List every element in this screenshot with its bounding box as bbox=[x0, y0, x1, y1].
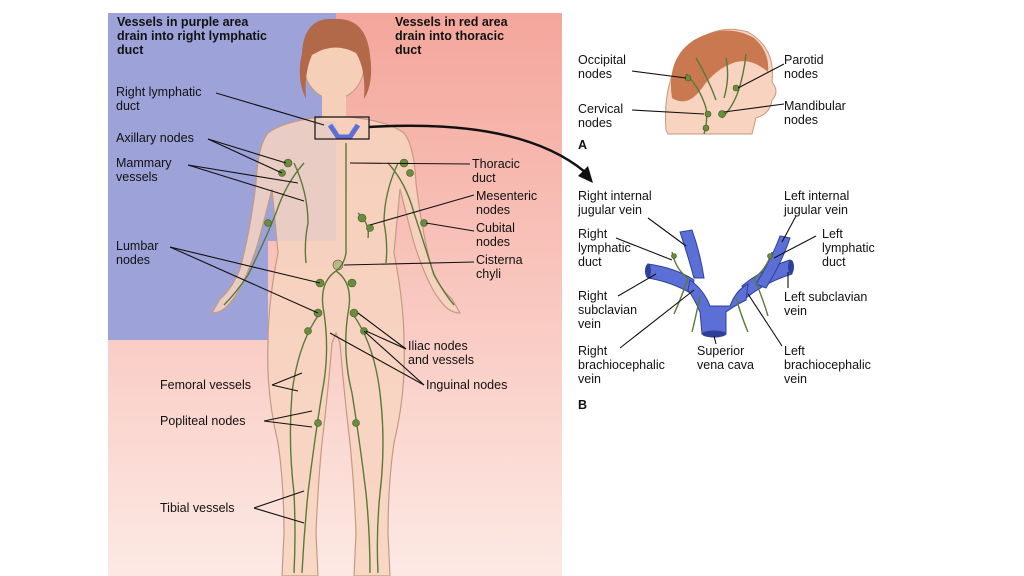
inset-b-veins: Right internal jugular vein Right lympha… bbox=[576, 186, 906, 396]
label-axillary-nodes: Axillary nodes bbox=[116, 131, 194, 145]
label-left-brachiocephalic: Left brachiocephalic vein bbox=[784, 344, 871, 386]
label-mandibular-nodes: Mandibular nodes bbox=[784, 99, 846, 127]
lymph-node bbox=[347, 278, 357, 288]
inset-b-letter: B bbox=[578, 398, 588, 412]
label-cervical-nodes: Cervical nodes bbox=[578, 102, 624, 130]
label-tibial-vessels: Tibial vessels bbox=[160, 501, 235, 515]
neck-detail-box bbox=[314, 116, 370, 140]
inset-a-head-neck: Occipital nodes Cervical nodes Parotid n… bbox=[576, 18, 876, 158]
label-left-lymphatic-duct: Left lymphatic duct bbox=[822, 227, 875, 269]
label-right-brachiocephalic: Right brachiocephalic vein bbox=[578, 344, 665, 386]
vein-structure bbox=[645, 229, 794, 338]
lymph-node bbox=[314, 419, 322, 427]
label-parotid-nodes: Parotid nodes bbox=[784, 53, 824, 81]
neck-veins bbox=[327, 123, 361, 140]
vein-leader-lines bbox=[615, 215, 817, 349]
lymph-node bbox=[304, 327, 312, 335]
label-mammary-vessels: Mammary vessels bbox=[116, 156, 172, 184]
lymph-node bbox=[352, 419, 360, 427]
head-illustration bbox=[631, 28, 785, 135]
body-illustration bbox=[108, 13, 562, 576]
body-lymphatic-diagram: Vessels in purple area drain into right … bbox=[108, 13, 562, 576]
veins-illustration bbox=[615, 215, 817, 349]
label-left-subclavian: Left subclavian vein bbox=[784, 290, 868, 318]
label-lumbar-nodes: Lumbar nodes bbox=[116, 239, 159, 267]
label-inguinal-nodes: Inguinal nodes bbox=[426, 378, 508, 392]
label-iliac-nodes: Iliac nodes and vessels bbox=[408, 339, 475, 367]
vein-lymph-vessels bbox=[671, 251, 773, 333]
leader-lines bbox=[169, 92, 475, 524]
label-femoral-vessels: Femoral vessels bbox=[160, 378, 251, 392]
red-area-caption: Vessels in red area drain into thoracic … bbox=[395, 15, 508, 57]
lymph-node bbox=[283, 158, 293, 168]
cisterna-chyli bbox=[332, 259, 344, 271]
label-right-lymphatic-duct: Right lymphatic duct bbox=[116, 85, 202, 113]
label-left-internal-jugular: Left internal jugular vein bbox=[784, 189, 850, 217]
purple-area-caption: Vessels in purple area drain into right … bbox=[117, 15, 268, 57]
label-popliteal-nodes: Popliteal nodes bbox=[160, 414, 246, 428]
label-mesenteric-nodes: Mesenteric nodes bbox=[476, 189, 538, 217]
label-cubital-nodes: Cubital nodes bbox=[476, 221, 515, 249]
label-superior-vena-cava: Superior vena cava bbox=[697, 344, 754, 372]
lymph-vessels bbox=[223, 143, 455, 574]
lymph-node bbox=[357, 213, 367, 223]
label-right-internal-jugular: Right internal jugular vein bbox=[578, 189, 652, 217]
lymph-node bbox=[406, 169, 414, 177]
inset-a-letter: A bbox=[578, 138, 588, 152]
label-cisterna-chyli: Cisterna chyli bbox=[476, 253, 523, 281]
label-thoracic-duct: Thoracic duct bbox=[472, 157, 520, 185]
label-occipital-nodes: Occipital nodes bbox=[578, 53, 626, 81]
purple-drainage-region bbox=[108, 13, 336, 340]
label-right-lymphatic-duct-b: Right lymphatic duct bbox=[578, 227, 631, 269]
lymph-nodes bbox=[264, 158, 428, 427]
lymph-node bbox=[264, 219, 272, 227]
label-right-subclavian: Right subclavian vein bbox=[578, 289, 638, 331]
